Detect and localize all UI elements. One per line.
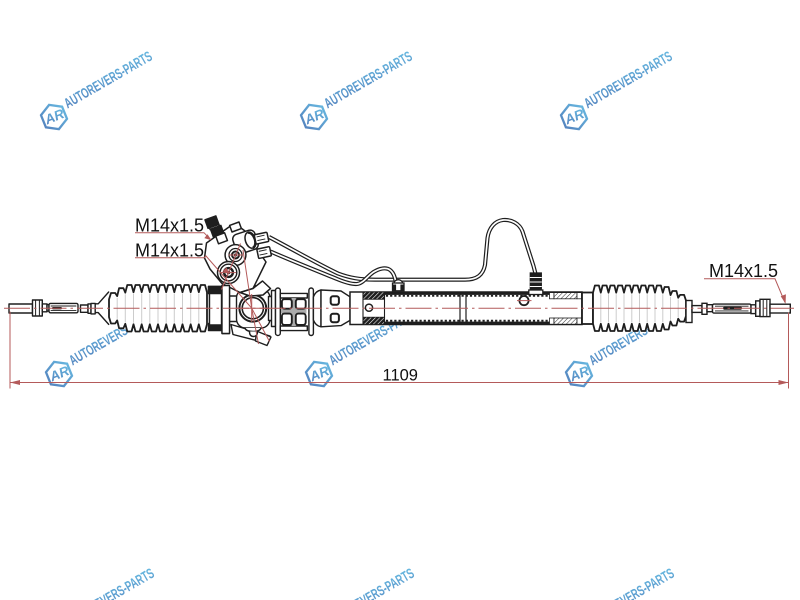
svg-text:AR: AR <box>47 363 72 385</box>
svg-text:AR: AR <box>42 106 67 128</box>
svg-text:AR: AR <box>567 363 592 385</box>
svg-text:M14x1.5: M14x1.5 <box>135 216 204 236</box>
svg-text:AR: AR <box>307 363 332 385</box>
svg-text:M14x1.5: M14x1.5 <box>709 261 778 281</box>
svg-text:AR: AR <box>302 106 327 128</box>
svg-text:1109: 1109 <box>383 367 418 385</box>
svg-text:AR: AR <box>562 106 587 128</box>
svg-text:M14x1.5: M14x1.5 <box>135 241 204 261</box>
